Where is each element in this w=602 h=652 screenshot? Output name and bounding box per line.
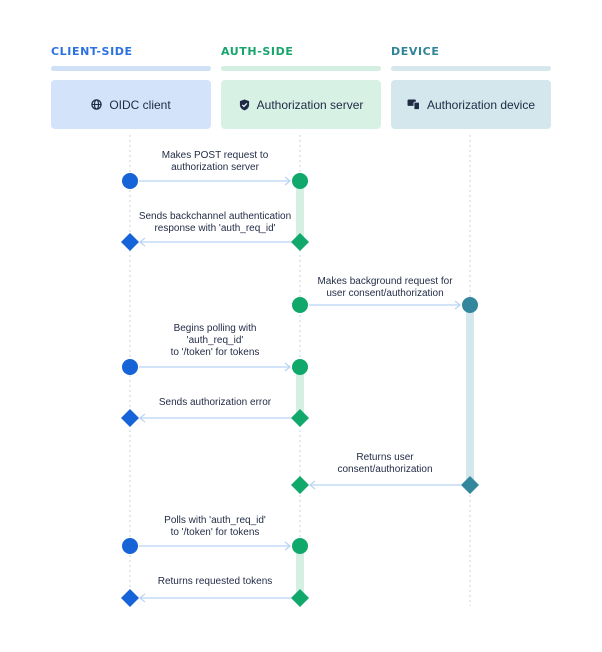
devices-icon bbox=[407, 99, 420, 110]
message-label-line: to '/token' for tokens bbox=[170, 347, 260, 358]
message-label-line: consent/authorization bbox=[337, 464, 433, 475]
lane-title-device: DEVICE bbox=[391, 45, 440, 58]
message-start-marker-2 bbox=[291, 233, 309, 251]
message-label-8: Returns requested tokens bbox=[158, 576, 273, 588]
message-end-marker-4 bbox=[292, 359, 308, 375]
lane-bar-client bbox=[51, 66, 211, 71]
message-label-line: authorization server bbox=[171, 162, 259, 173]
arrowhead-1 bbox=[284, 176, 291, 186]
message-end-marker-1 bbox=[292, 173, 308, 189]
shield-check-icon bbox=[239, 99, 250, 111]
message-start-marker-5 bbox=[291, 409, 309, 427]
lane-bar-device bbox=[391, 66, 551, 71]
message-label-line: Polls with 'auth_req_id' bbox=[164, 515, 266, 526]
lane-box-auth: Authorization server bbox=[221, 80, 381, 129]
arrowhead-6 bbox=[309, 480, 316, 490]
message-label-line: Returns user bbox=[356, 452, 414, 463]
message-label-line: Makes POST request to bbox=[161, 150, 269, 161]
message-label-line: Sends backchannel authentication bbox=[138, 211, 292, 222]
message-end-marker-2 bbox=[121, 233, 139, 251]
message-label-5: Sends authorization error bbox=[159, 397, 271, 409]
lane-title-client: CLIENT-SIDE bbox=[51, 45, 133, 58]
activation-bar-auth bbox=[296, 181, 304, 242]
message-label-7: Polls with 'auth_req_id'to '/token' for … bbox=[164, 515, 266, 539]
message-start-marker-3 bbox=[292, 297, 308, 313]
globe-icon bbox=[91, 99, 103, 110]
message-label-line: Sends authorization error bbox=[158, 397, 272, 408]
message-label-line: to '/token' for tokens bbox=[170, 527, 260, 538]
message-label-line: Makes background request for bbox=[317, 276, 453, 287]
message-end-marker-7 bbox=[292, 538, 308, 554]
message-end-marker-6 bbox=[291, 476, 309, 494]
lane-bar-auth bbox=[221, 66, 381, 71]
message-start-marker-6 bbox=[461, 476, 479, 494]
lane-box-label-auth: Authorization server bbox=[256, 97, 364, 112]
lane-title-auth: AUTH-SIDE bbox=[221, 45, 294, 58]
arrowhead-5 bbox=[139, 413, 146, 423]
lane-box-label-device: Authorization device bbox=[426, 97, 536, 112]
message-label-line: user consent/authorization bbox=[326, 288, 444, 299]
activation-bar-device bbox=[466, 305, 474, 485]
arrowhead-7 bbox=[284, 541, 291, 551]
message-label-line: 'auth_req_id' bbox=[186, 335, 244, 346]
message-start-marker-8 bbox=[291, 589, 309, 607]
message-label-4: Begins polling with'auth_req_id'to '/tok… bbox=[171, 323, 260, 359]
arrowhead-2 bbox=[139, 237, 146, 247]
arrowhead-3 bbox=[454, 300, 461, 310]
message-end-marker-3 bbox=[462, 297, 478, 313]
lane-box-label-client: OIDC client bbox=[109, 97, 171, 112]
message-label-line: Returns requested tokens bbox=[157, 576, 273, 587]
message-end-marker-5 bbox=[121, 409, 139, 427]
lane-box-device: Authorization device bbox=[391, 80, 551, 129]
message-start-marker-4 bbox=[122, 359, 138, 375]
activation-bar-auth bbox=[296, 367, 304, 418]
message-start-marker-7 bbox=[122, 538, 138, 554]
lane-box-client: OIDC client bbox=[51, 80, 211, 129]
arrowhead-8 bbox=[139, 593, 146, 603]
message-label-line: Begins polling with bbox=[173, 323, 257, 334]
message-start-marker-1 bbox=[122, 173, 138, 189]
message-label-line: response with 'auth_req_id' bbox=[154, 223, 276, 234]
message-end-marker-8 bbox=[121, 589, 139, 607]
arrowhead-4 bbox=[284, 362, 291, 372]
activation-bar-auth bbox=[296, 546, 304, 598]
